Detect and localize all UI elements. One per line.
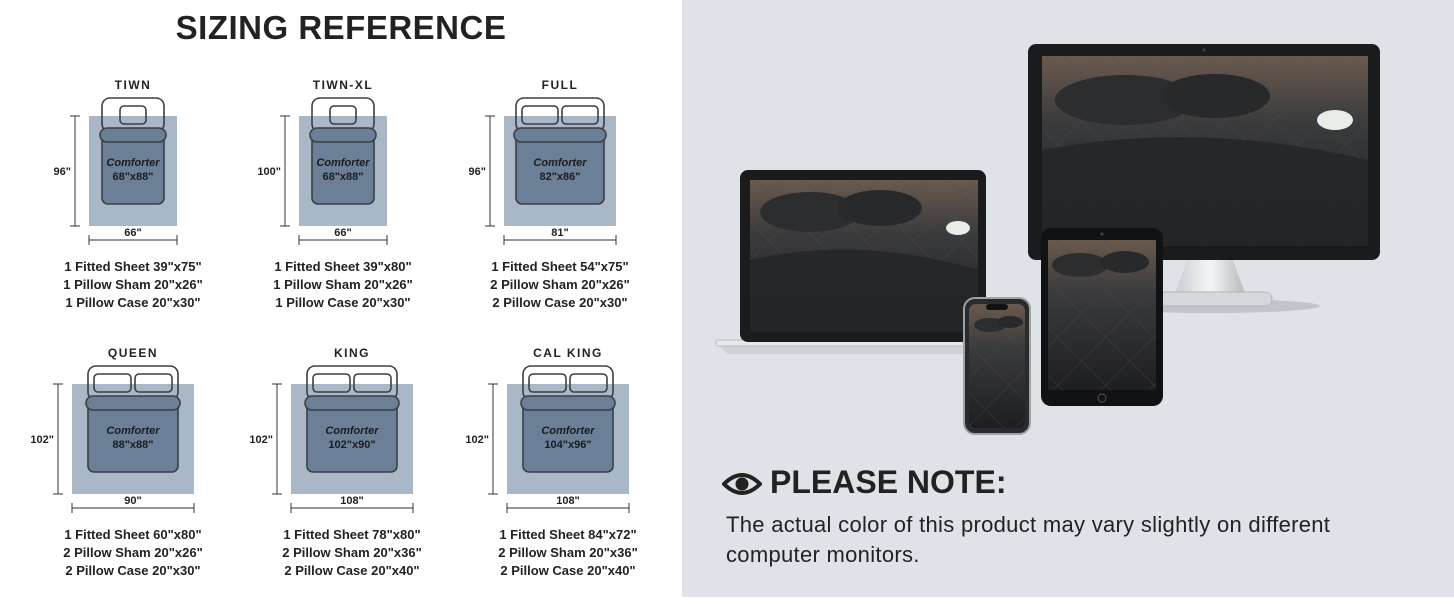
set-item: 1 Fitted Sheet 39"x75" xyxy=(64,259,202,274)
set-item: 1 Fitted Sheet 54"x75" xyxy=(491,259,629,274)
height-label: 102" xyxy=(30,434,54,446)
comforter-fold xyxy=(99,127,167,143)
comforter-fold xyxy=(85,395,181,411)
comforter-size: 68"x88" xyxy=(322,171,363,183)
pillow xyxy=(312,373,351,393)
comforter-label: Comforter xyxy=(541,425,595,437)
set-contents: 1 Fitted Sheet 84"x72" 2 Pillow Sham 20"x… xyxy=(458,526,678,580)
width-label: 108" xyxy=(340,495,364,507)
height-label: 96" xyxy=(469,166,486,178)
size-name: CAL KING xyxy=(533,346,603,360)
height-label: 100" xyxy=(257,166,281,178)
bed-diagram: Comforter 68"x88" 96" 66" xyxy=(54,97,178,245)
set-item: 2 Pillow Sham 20"x26" xyxy=(63,545,203,560)
set-contents: 1 Fitted Sheet 78"x80" 2 Pillow Sham 20"x… xyxy=(242,526,462,580)
comforter-label: Comforter xyxy=(316,157,370,169)
set-contents: 1 Fitted Sheet 60"x80" 2 Pillow Sham 20"x… xyxy=(23,526,243,580)
set-item: 1 Pillow Sham 20"x26" xyxy=(273,277,413,292)
tablet-device xyxy=(1041,228,1163,406)
monitor-device xyxy=(1028,44,1380,313)
comforter-size: 68"x88" xyxy=(112,171,153,183)
set-item: 2 Pillow Sham 20"x36" xyxy=(498,545,638,560)
comforter-label: Comforter xyxy=(106,157,160,169)
comforter-fold xyxy=(513,127,607,143)
sizing-reference-panel: SIZING REFERENCE TIWN Comforter 68"x88" 96"… xyxy=(0,0,682,597)
set-item: 1 Fitted Sheet 84"x72" xyxy=(499,527,637,542)
size-card: TIWN Comforter 68"x88" 96" 66" 1 Fitted Sheet… xyxy=(23,78,243,338)
pillow xyxy=(329,105,357,125)
set-item: 1 Fitted Sheet 60"x80" xyxy=(64,527,202,542)
pillow xyxy=(569,373,608,393)
set-item: 2 Pillow Case 20"x40" xyxy=(284,563,420,578)
page-title: SIZING REFERENCE xyxy=(175,9,507,46)
note-title: PLEASE NOTE: xyxy=(770,464,1007,500)
comforter-size: 82"x86" xyxy=(539,171,580,183)
set-item: 2 Pillow Case 20"x40" xyxy=(500,563,636,578)
size-name: TIWN xyxy=(114,78,152,92)
height-label: 102" xyxy=(249,434,273,446)
set-item: 1 Fitted Sheet 78"x80" xyxy=(283,527,421,542)
bed-diagram: Comforter 68"x88" 100" 66" xyxy=(257,97,388,245)
width-label: 90" xyxy=(124,495,141,507)
height-label: 102" xyxy=(465,434,489,446)
set-item: 1 Pillow Sham 20"x26" xyxy=(63,277,203,292)
width-label: 108" xyxy=(556,495,580,507)
pillow xyxy=(528,373,567,393)
set-item: 2 Pillow Sham 20"x36" xyxy=(282,545,422,560)
size-name: FULL xyxy=(541,78,579,92)
width-label: 66" xyxy=(124,227,141,239)
size-card: TIWN-XL Comforter 68"x88" 100" 66" 1 Fitted S… xyxy=(233,78,453,338)
pillow xyxy=(561,105,599,125)
set-item: 2 Pillow Case 20"x30" xyxy=(65,563,201,578)
set-contents: 1 Fitted Sheet 39"x80" 1 Pillow Sham 20"x… xyxy=(233,258,453,312)
set-contents: 1 Fitted Sheet 54"x75" 2 Pillow Sham 20"x… xyxy=(450,258,670,312)
size-card: CAL KING Comforter 104"x96" 102" 108" 1 Fitte… xyxy=(458,346,678,606)
pillow xyxy=(93,373,132,393)
comforter-label: Comforter xyxy=(533,157,587,169)
comforter-fold xyxy=(520,395,616,411)
comforter-label: Comforter xyxy=(325,425,379,437)
comforter-size: 88"x88" xyxy=(112,439,153,451)
set-item: 2 Pillow Case 20"x30" xyxy=(492,295,628,310)
comforter-fold xyxy=(304,395,400,411)
note-body: The actual color of this product may var… xyxy=(726,512,1331,567)
bed-diagram: Comforter 88"x88" 102" 90" xyxy=(30,365,195,513)
pillow xyxy=(134,373,173,393)
comforter-label: Comforter xyxy=(106,425,160,437)
laptop-device xyxy=(715,170,1011,354)
eye-icon xyxy=(722,473,762,495)
set-item: 1 Fitted Sheet 39"x80" xyxy=(274,259,412,274)
pillow xyxy=(521,105,559,125)
size-card: KING Comforter 102"x90" 102" 108" 1 Fitted Sh… xyxy=(242,346,462,606)
width-label: 66" xyxy=(334,227,351,239)
pillow xyxy=(119,105,147,125)
comforter-size: 104"x96" xyxy=(544,439,591,451)
size-name: QUEEN xyxy=(107,346,159,360)
comforter-fold xyxy=(309,127,377,143)
set-item: 1 Pillow Case 20"x30" xyxy=(275,295,411,310)
set-item: 1 Pillow Case 20"x30" xyxy=(65,295,201,310)
pillow xyxy=(353,373,392,393)
height-label: 96" xyxy=(54,166,71,178)
set-item: 2 Pillow Sham 20"x26" xyxy=(490,277,630,292)
set-contents: 1 Fitted Sheet 39"x75" 1 Pillow Sham 20"x… xyxy=(23,258,243,312)
bed-diagram: Comforter 104"x96" 102" 108" xyxy=(465,365,630,513)
size-name: TIWN-XL xyxy=(312,78,374,92)
bed-diagram: Comforter 82"x86" 96" 81" xyxy=(469,97,617,245)
size-card: QUEEN Comforter 88"x88" 102" 90" 1 Fitted She… xyxy=(23,346,243,606)
comforter-size: 102"x90" xyxy=(328,439,375,451)
size-name: KING xyxy=(334,346,370,360)
phone-device xyxy=(963,297,1031,435)
width-label: 81" xyxy=(551,227,568,239)
size-card: FULL Comforter 82"x86" 96" 81" 1 Fitted Sheet… xyxy=(450,78,670,338)
bed-diagram: Comforter 102"x90" 102" 108" xyxy=(249,365,414,513)
